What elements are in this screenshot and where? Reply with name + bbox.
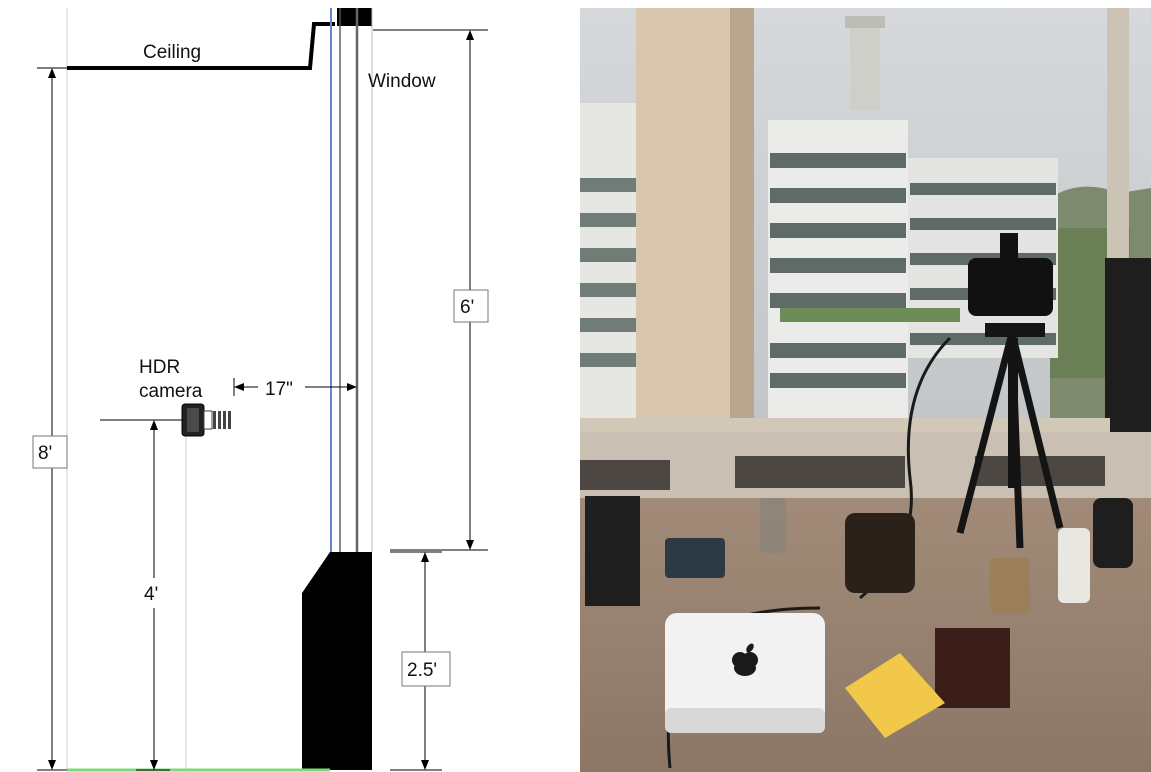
window-label: Window — [368, 71, 436, 92]
camera-label-line1: HDR — [139, 357, 180, 378]
sticky-note — [845, 653, 945, 738]
arrow-up — [150, 420, 158, 430]
window-sill-block — [302, 552, 372, 770]
roof-tower — [850, 18, 880, 110]
circuit-board — [935, 628, 1010, 708]
camera-height-label-box — [137, 578, 171, 608]
device-case — [665, 538, 725, 578]
room-height-label: 8' — [38, 443, 52, 464]
black-device — [1093, 498, 1133, 568]
hdr-camera-icon — [181, 403, 231, 437]
radiator-grille — [580, 456, 1105, 490]
arrow-down — [150, 760, 158, 770]
glass-jar — [760, 498, 786, 553]
white-bottle — [1058, 528, 1090, 603]
ceiling-block — [337, 8, 372, 26]
room-height-label-box — [32, 435, 68, 469]
roof-tower-top — [845, 16, 885, 28]
arrow-right — [347, 383, 357, 391]
setup-photo — [580, 8, 1151, 772]
camera-distance-label: 17" — [265, 379, 293, 400]
sill-height-label: 2.5' — [407, 660, 437, 681]
apple-logo-icon — [732, 643, 758, 676]
arrow-down — [466, 540, 474, 550]
rooftop-greenery — [780, 308, 960, 322]
arrow-down — [48, 760, 56, 770]
ceiling-label: Ceiling — [143, 42, 201, 63]
left-building — [580, 103, 645, 423]
sill-height-label-box — [401, 651, 451, 687]
setup-diagram: Ceiling Window 8' 6' 2.5' 4' — [32, 8, 489, 772]
arrow-down — [421, 760, 429, 770]
ceiling-line — [67, 22, 335, 70]
pillar-shadow — [730, 8, 754, 463]
dark-speaker — [845, 513, 915, 593]
window-sill — [580, 418, 1110, 432]
arrow-up — [48, 68, 56, 78]
left-building-windows — [580, 178, 645, 367]
window-height-label-box — [453, 289, 489, 323]
glass-cup — [990, 558, 1030, 613]
arrow-up — [421, 552, 429, 562]
black-box — [585, 496, 640, 606]
arrow-up — [466, 30, 474, 40]
camera-label-line2: camera — [139, 381, 203, 402]
window-height-label: 6' — [460, 297, 474, 318]
camera-height-label: 4' — [144, 584, 158, 605]
arrow-left — [234, 383, 244, 391]
tripod-camera-icon — [956, 233, 1064, 549]
